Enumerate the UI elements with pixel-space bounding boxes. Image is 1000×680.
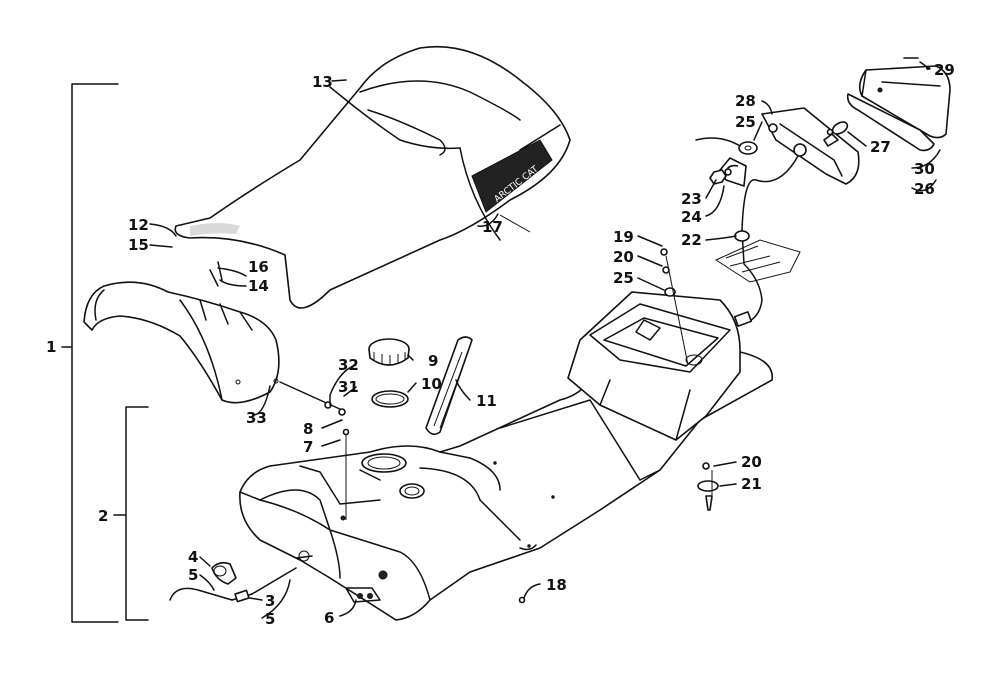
callout-15: 15 — [128, 236, 149, 254]
callout-22: 22 — [681, 231, 702, 249]
callout-27: 27 — [870, 138, 891, 156]
assembly-bracket-2 — [113, 406, 149, 621]
nut-23 — [709, 169, 727, 185]
callout-5b: 5 — [265, 610, 275, 628]
washer-25 — [695, 137, 758, 155]
taillight-housing — [761, 107, 860, 185]
callout-14: 14 — [248, 277, 269, 295]
taillight-gasket — [846, 93, 935, 152]
callout-4: 4 — [188, 548, 198, 566]
callout-5a: 5 — [188, 566, 198, 584]
callout-8: 8 — [303, 420, 313, 438]
callout-26: 26 — [914, 180, 935, 198]
callout-16: 16 — [248, 258, 269, 276]
callout-2: 2 — [98, 507, 108, 525]
fuel-gauge-tube — [425, 336, 473, 436]
callout-12: 12 — [128, 216, 149, 234]
hose-clamp — [211, 561, 237, 585]
callout-21: 21 — [741, 475, 762, 493]
callout-labels: 1 2 3 4 5 5 6 7 8 9 10 11 12 13 14 15 16… — [46, 61, 955, 628]
callout-32: 32 — [338, 356, 359, 374]
callout-3: 3 — [265, 592, 275, 610]
assembly-bracket-1 — [61, 83, 119, 623]
hood-edge-detail — [714, 239, 801, 283]
callout-24: 24 — [681, 208, 702, 226]
callout-6: 6 — [324, 609, 334, 627]
fuel-line — [169, 567, 297, 603]
rear-hardware-lower — [697, 462, 719, 511]
callout-13: 13 — [312, 73, 333, 91]
callout-25a: 25 — [613, 269, 634, 287]
callout-7: 7 — [303, 438, 313, 456]
rear-hardware-upper — [660, 248, 689, 366]
gas-cap — [368, 338, 410, 366]
leader-lines — [149, 61, 941, 619]
taillight-wire — [733, 155, 799, 327]
seat-back-cushion — [83, 281, 280, 404]
rivet-18 — [518, 596, 526, 604]
callout-11: 11 — [476, 392, 497, 410]
callout-1: 1 — [46, 338, 56, 356]
callout-25b: 25 — [735, 113, 756, 131]
callout-29: 29 — [934, 61, 955, 79]
callout-20b: 20 — [741, 453, 762, 471]
callout-18: 18 — [546, 576, 567, 594]
callout-17: 17 — [482, 218, 503, 236]
callout-20a: 20 — [613, 248, 634, 266]
callout-33: 33 — [246, 409, 267, 427]
callout-23: 23 — [681, 190, 702, 208]
taillight-lens — [858, 57, 951, 139]
callout-10: 10 — [421, 375, 442, 393]
cap-gasket — [371, 390, 409, 408]
rear-storage-box — [567, 291, 741, 441]
callout-30: 30 — [914, 160, 935, 178]
callout-31: 31 — [338, 378, 359, 396]
callout-9: 9 — [428, 352, 438, 370]
seat: ARCTIC CAT — [174, 45, 571, 309]
callout-19: 19 — [613, 228, 634, 246]
callout-28: 28 — [735, 92, 756, 110]
